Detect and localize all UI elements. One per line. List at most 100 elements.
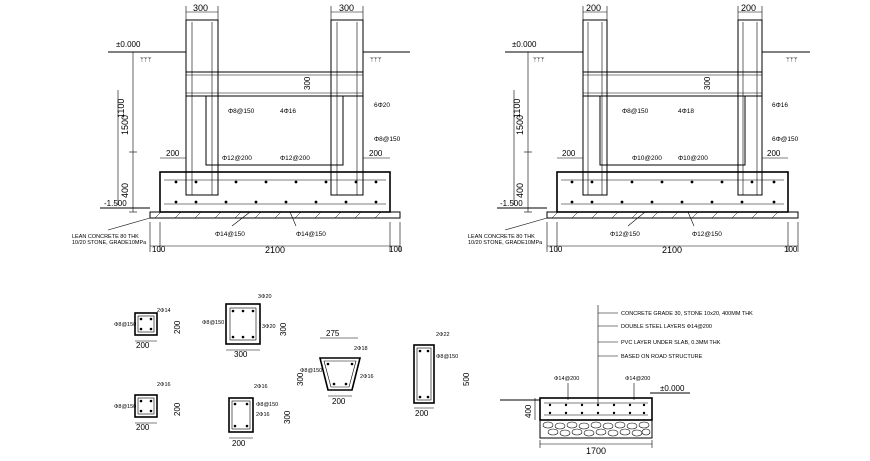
detail-5-stirrup: Φ8@150 <box>300 368 322 374</box>
right-offset-r: 200 <box>767 149 781 158</box>
detail-2-stirrup: Φ8@150 <box>202 320 224 326</box>
detail-6-stirrup: Φ8@150 <box>436 354 458 360</box>
left-edge-r: 100 <box>389 245 403 254</box>
detail-5-bars-top: 2Φ18 <box>354 346 368 352</box>
left-lean-note-2: 10/20 STONE, GRADE10MPa <box>72 240 147 246</box>
detail-2: 3Φ20 Φ8@150 3Φ20 300 300 <box>202 294 288 359</box>
left-col-stirrups <box>191 22 358 195</box>
slab-bar-l: Φ14@200 <box>554 376 579 382</box>
left-lean-note-1: LEAN CONCRETE 80 THK <box>72 234 139 240</box>
right-slab-top-1: Φ10@200 <box>632 155 662 162</box>
left-beam-bar: 4Φ16 <box>280 108 296 115</box>
left-dim-400: 400 <box>120 183 130 198</box>
detail-4-side: 2Φ16 <box>256 412 270 418</box>
detail-4-stirrup: Φ8@150 <box>256 402 278 408</box>
detail-3-stirrup: Φ8@150 <box>114 404 136 410</box>
detail-4: 2Φ16 Φ8@150 2Φ16 200 300 <box>228 384 292 448</box>
right-stirrup: Φ8@150 <box>622 108 649 115</box>
left-col-width-r: 300 <box>339 3 354 13</box>
right-offset-l: 200 <box>562 149 576 158</box>
detail-1-h: 200 <box>173 320 182 334</box>
slab-note-2: DOUBLE STEEL LAYERS Φ14@200 <box>621 324 712 330</box>
detail-2-h: 300 <box>279 322 288 336</box>
right-col-width-l: 200 <box>586 3 601 13</box>
detail-4-bars: 2Φ16 <box>254 384 268 390</box>
detail-4-h: 300 <box>283 410 292 424</box>
left-edge-l: 100 <box>152 245 166 254</box>
right-edge-r: 100 <box>784 245 798 254</box>
left-slab-bot-1: Φ14@150 <box>215 231 245 238</box>
right-beam-depth: 300 <box>703 76 712 90</box>
right-slab-bot-2: Φ12@150 <box>692 231 722 238</box>
left-beam-depth: 300 <box>303 76 312 90</box>
left-col-width-l: 300 <box>193 3 208 13</box>
left-offset-r: 200 <box>369 149 383 158</box>
svg-text:ᛘᛘᛘ: ᛘᛘᛘ <box>370 56 382 64</box>
detail-6-bars: 2Φ22 <box>436 332 450 338</box>
right-beam-bar: 4Φ18 <box>678 108 694 115</box>
detail-1: 2Φ14 Φ8@150 200 200 <box>114 308 182 350</box>
svg-text:ᛘᛘᛘ: ᛘᛘᛘ <box>140 56 152 64</box>
right-footing-bars <box>570 180 776 204</box>
left-dim-1100: 1100 <box>116 99 126 118</box>
left-section: 300 300 ᛘᛘᛘ ᛘᛘᛘ ±0.000 1500 1100 400 <box>72 3 410 255</box>
detail-5: 275 2Φ18 Φ8@150 2Φ16 300 200 <box>296 329 374 406</box>
slab-note-4: BASED ON ROAD STRUCTURE <box>621 354 703 360</box>
left-dim-1500: 1500 <box>120 115 130 135</box>
slab-thickness: 400 <box>524 404 533 418</box>
right-lean-note-2: 10/20 STONE, GRADE10MPa <box>468 240 543 246</box>
svg-text:ᛘᛘᛘ: ᛘᛘᛘ <box>786 56 798 64</box>
left-slab-top-2: Φ12@200 <box>280 155 310 162</box>
right-span: 2100 <box>662 245 682 255</box>
svg-text:ᛘᛘᛘ: ᛘᛘᛘ <box>533 56 545 64</box>
detail-1-bars: 2Φ14 <box>157 308 171 314</box>
slab-section: CONCRETE GRADE 30, STONE 10x20, 400MM TH… <box>500 305 753 456</box>
detail-3: 2Φ16 Φ8@150 200 200 <box>114 382 182 432</box>
left-level-top: ±0.000 <box>116 40 141 49</box>
detail-6-w: 200 <box>415 409 429 418</box>
right-slab-top-2: Φ10@200 <box>678 155 708 162</box>
right-slab-bot-1: Φ12@150 <box>610 231 640 238</box>
detail-3-w: 200 <box>136 423 150 432</box>
left-slab-top-1: Φ12@200 <box>222 155 252 162</box>
left-slab-bot-2: Φ14@150 <box>296 231 326 238</box>
right-col-bar: 6Φ16 <box>772 102 788 109</box>
detail-1-stirrup: Φ8@150 <box>114 322 136 328</box>
slab-note-3: PVC LAYER UNDER SLAB, 0.3MM THK <box>621 340 721 346</box>
detail-5-w: 200 <box>332 397 346 406</box>
detail-2-w: 300 <box>234 350 248 359</box>
slab-level: ±0.000 <box>660 384 685 393</box>
right-dim-1100: 1100 <box>512 99 522 118</box>
slab-note-1: CONCRETE GRADE 30, STONE 10x20, 400MM TH… <box>621 311 753 317</box>
detail-2-bars: 3Φ20 <box>258 294 272 300</box>
slab-bar-r: Φ14@200 <box>625 376 650 382</box>
detail-5-h: 300 <box>296 372 305 386</box>
road-base-stones <box>542 421 651 437</box>
detail-2-side: 3Φ20 <box>262 324 276 330</box>
slab-bars <box>548 403 646 415</box>
detail-4-w: 200 <box>232 439 246 448</box>
detail-6-h: 500 <box>462 372 471 386</box>
left-span: 2100 <box>265 245 285 255</box>
detail-3-bars: 2Φ16 <box>157 382 171 388</box>
right-dim-400: 400 <box>515 183 525 198</box>
left-col-bar: 6Φ20 <box>374 102 390 109</box>
right-col-width-r: 200 <box>741 3 756 13</box>
left-footing-bars <box>174 180 378 204</box>
left-offset-l: 200 <box>166 149 180 158</box>
detail-1-w: 200 <box>136 341 150 350</box>
detail-3-h: 200 <box>173 402 182 416</box>
right-level-top: ±0.000 <box>512 40 537 49</box>
right-level-bottom: -1.500 <box>500 199 523 208</box>
left-level-bottom: -1.500 <box>104 199 127 208</box>
right-col-stirrup: 6Φ@150 <box>772 136 799 143</box>
left-stirrup: Φ8@150 <box>228 108 255 115</box>
left-col-stirrup: Φ8@150 <box>374 136 401 143</box>
detail-5-top-w: 275 <box>326 329 340 338</box>
right-section: 200 200 ᛘᛘᛘ ᛘᛘᛘ ±0.000 1500 1100 400 300… <box>468 3 810 255</box>
detail-5-bars-bot: 2Φ16 <box>360 374 374 380</box>
right-dim-1500: 1500 <box>515 115 525 135</box>
right-lean-note-1: LEAN CONCRETE 80 THK <box>468 234 535 240</box>
right-edge-l: 100 <box>549 245 563 254</box>
